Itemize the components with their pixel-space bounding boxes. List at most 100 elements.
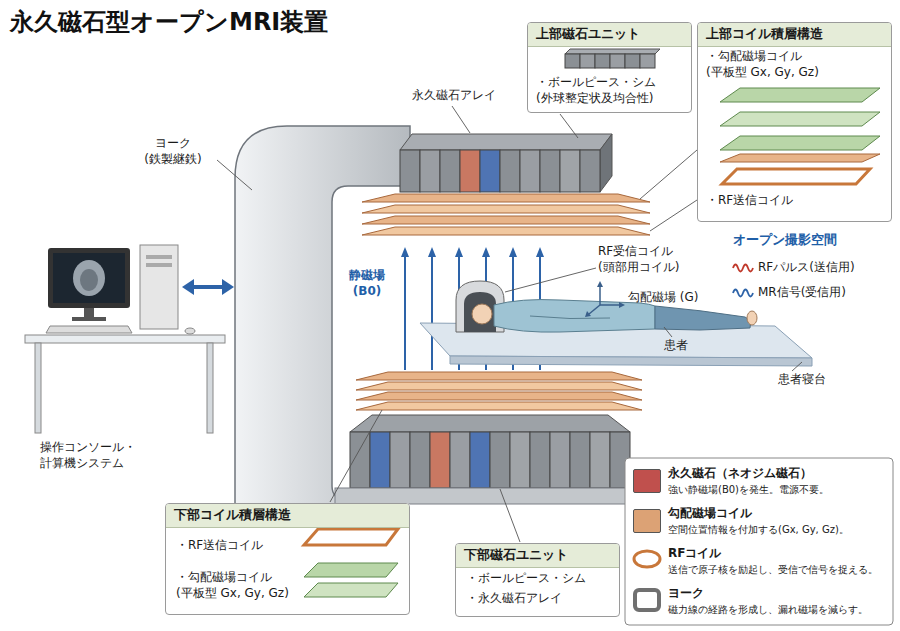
part-label: MR信号(受信用) bbox=[758, 285, 846, 301]
top-magnet-array-part bbox=[560, 150, 580, 192]
part-label: 患者 bbox=[664, 338, 688, 354]
gradient-axes-part bbox=[619, 302, 625, 308]
bottom-magnet-array-part bbox=[450, 432, 470, 488]
bottom-magnet-array-part bbox=[350, 415, 630, 432]
top-magnet-array bbox=[400, 134, 612, 192]
bottom-magnet-array-part bbox=[490, 432, 510, 488]
box-icons-part bbox=[304, 529, 398, 545]
box-icons-part bbox=[720, 154, 880, 162]
bottom-magnet-array-part bbox=[550, 432, 570, 488]
legend-name: 永久磁石（ネオジム磁石） bbox=[668, 466, 812, 482]
console-illustration-part bbox=[46, 326, 132, 333]
box-item: ・RF送信コイル bbox=[706, 193, 876, 209]
top-magnet-array-part bbox=[460, 150, 480, 192]
part-label: 静磁場 (B0) bbox=[338, 268, 396, 299]
legend-panel-part bbox=[625, 458, 893, 625]
callout-box-grounds-part bbox=[455, 543, 620, 617]
console-illustration-part bbox=[73, 260, 105, 296]
part-label: 患者寝台 bbox=[778, 372, 826, 388]
bottom-magnet-array-part bbox=[430, 432, 450, 488]
top-magnet-array-part bbox=[400, 150, 420, 192]
callout-box: 下部磁石ユニット・ボールピース・シム・永久磁石アレイ bbox=[455, 543, 620, 617]
console-illustration bbox=[25, 245, 234, 433]
legend-name: 勾配磁場コイル bbox=[668, 506, 752, 522]
console-illustration-part bbox=[48, 248, 130, 308]
box-item: ・永久磁石アレイ bbox=[466, 591, 611, 607]
box-item: ・ボールピース・シム (外球整定状及均合性) bbox=[536, 75, 686, 106]
top-coil-plates-part bbox=[362, 194, 650, 202]
bottom-coil-plates-part bbox=[356, 382, 642, 390]
gradient-axes-part bbox=[599, 286, 601, 305]
top-magnet-array-part bbox=[400, 134, 612, 150]
console-illustration-part bbox=[35, 343, 41, 433]
console-illustration-part bbox=[182, 279, 194, 295]
bottom-magnet-array-part bbox=[350, 432, 370, 488]
box-icons-part bbox=[720, 112, 880, 126]
leader-lines-part bbox=[505, 268, 596, 292]
console-illustration-part bbox=[140, 245, 178, 329]
console-illustration-part bbox=[84, 308, 94, 318]
static-field-arrows-part bbox=[404, 256, 406, 370]
box-icons-part bbox=[565, 54, 580, 68]
bottom-magnet-array-part bbox=[590, 432, 610, 488]
console-illustration-part bbox=[185, 328, 195, 334]
bottom-magnet-array-part bbox=[370, 432, 390, 488]
top-magnet-array-part bbox=[440, 150, 460, 192]
leader-lines-part bbox=[330, 410, 382, 502]
bottom-coil-plates-part bbox=[356, 392, 642, 400]
leader-lines-part bbox=[452, 106, 470, 133]
box-icons-part bbox=[595, 54, 610, 68]
diagram-title: 永久磁石型オープンMRI装置 bbox=[10, 6, 328, 38]
top-coil-plates-part bbox=[362, 205, 650, 213]
patient-figure-part bbox=[530, 316, 610, 319]
signal-waves bbox=[733, 265, 753, 297]
top-magnet-array-part bbox=[600, 134, 612, 192]
box-icons-part bbox=[304, 563, 398, 577]
box-heading: 下部コイル積層構造 bbox=[166, 504, 409, 528]
head-coil-part bbox=[464, 292, 496, 332]
gradient-axes-part bbox=[585, 311, 591, 317]
box-icons-part bbox=[720, 88, 880, 102]
legend-description: 空間位置情報を付加する(Gx, Gy, Gz)。 bbox=[668, 523, 849, 536]
bottom-magnet-array-part bbox=[510, 432, 530, 488]
box-icons-part bbox=[304, 583, 398, 597]
static-field-arrows-part bbox=[482, 247, 490, 257]
patient-figure-part bbox=[472, 304, 492, 324]
bottom-magnet-array-part bbox=[570, 432, 590, 488]
bottom-magnet-array-part bbox=[530, 432, 550, 488]
top-magnet-array-part bbox=[580, 150, 600, 192]
legend-name: RFコイル bbox=[668, 546, 721, 562]
top-coil-plates-part bbox=[362, 227, 650, 235]
signal-waves-part bbox=[733, 290, 753, 297]
callout-box: 上部コイル積層構造・勾配磁場コイル (平板型 Gx, Gy, Gz)・RF送信コ… bbox=[697, 22, 892, 222]
box-heading: 上部コイル積層構造 bbox=[698, 23, 891, 47]
patient-figure-part bbox=[747, 311, 757, 325]
top-magnet-array-part bbox=[540, 150, 560, 192]
leader-lines-part bbox=[217, 160, 252, 190]
bottom-coil-plates-part bbox=[356, 372, 642, 380]
box-heading: 上部磁石ユニット bbox=[528, 23, 691, 47]
bottom-magnet-array-part bbox=[470, 432, 490, 488]
static-field-arrows-part bbox=[401, 247, 409, 257]
legend-description: 強い静磁場(B0)を発生。電源不要。 bbox=[668, 483, 829, 496]
console-illustration-part bbox=[207, 343, 213, 433]
legend-description: 送信で原子核を励起し、受信で信号を捉える。 bbox=[668, 563, 878, 576]
top-coil-plates bbox=[362, 194, 650, 235]
top-magnet-array-part bbox=[480, 150, 500, 192]
legend-name: ヨーク bbox=[668, 586, 704, 602]
bottom-magnet-array-part bbox=[390, 432, 410, 488]
part-label: 勾配磁場 (G) bbox=[628, 290, 698, 306]
gradient-axes-part bbox=[589, 305, 600, 314]
console-illustration-part bbox=[80, 269, 98, 291]
static-field-arrows-part bbox=[431, 256, 433, 370]
patient-figure bbox=[472, 300, 757, 333]
static-field-arrows-part bbox=[536, 247, 544, 257]
box-item: ・RF送信コイル bbox=[176, 538, 301, 554]
leader-lines-part bbox=[640, 150, 697, 199]
legend-panel-part bbox=[634, 551, 660, 567]
top-magnet-array-part bbox=[520, 150, 540, 192]
top-magnet-array-part bbox=[420, 150, 440, 192]
console-illustration-part bbox=[192, 285, 224, 289]
bottom-magnet-array-part bbox=[410, 432, 430, 488]
legend-swatch bbox=[633, 509, 661, 533]
